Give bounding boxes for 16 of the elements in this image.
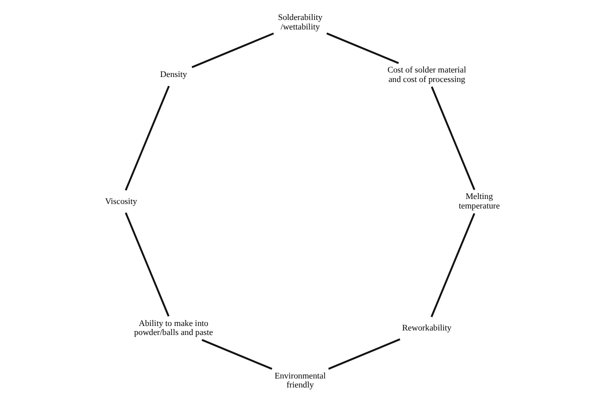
connector [326,32,398,64]
connector [430,86,475,190]
node-text: Environmental friendly [274,370,326,390]
connector [124,86,170,191]
connector [191,32,274,68]
node-text: Viscosity [104,196,137,206]
node-text: Melting temperature [458,191,500,210]
node-text: Solderability /wettability [277,12,322,32]
connector [201,339,272,370]
node-text: Ability to make into powder/balls and paste [134,318,213,338]
connector [430,213,475,318]
connector [124,212,169,317]
node-text: Cost of solder material and cost of processing [386,64,466,84]
node-text: Density [160,69,186,80]
node-text: Reworkability [402,322,451,332]
connector [328,338,400,370]
